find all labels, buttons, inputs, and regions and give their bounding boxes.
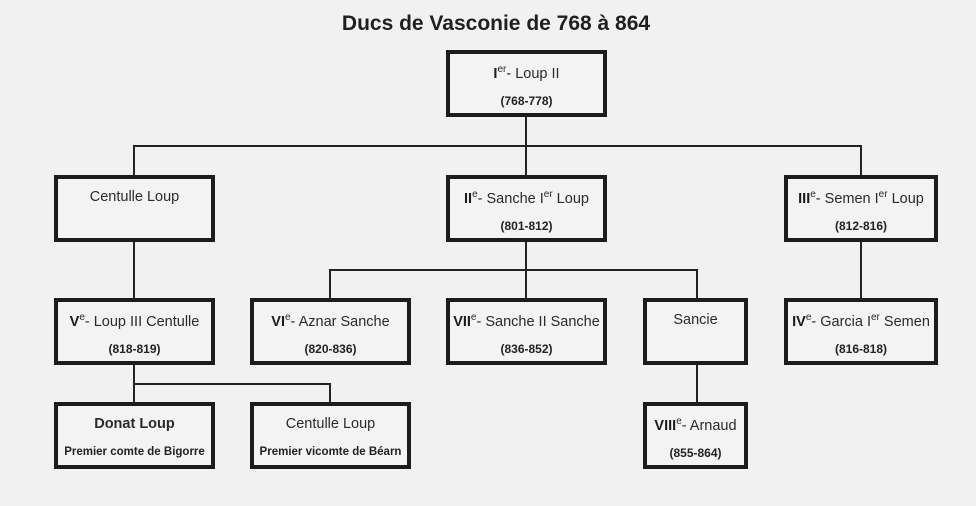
node-name: - Loup II bbox=[506, 65, 560, 82]
node-centulle-loup: Centulle Loup bbox=[54, 175, 215, 242]
ordinal-suffix: e bbox=[676, 416, 682, 427]
regnal-suffix: er bbox=[871, 312, 880, 323]
ordinal-suffix: e bbox=[470, 312, 477, 323]
connector bbox=[329, 269, 697, 271]
node-name: Centulle Loup bbox=[285, 416, 376, 432]
node-years: (836-852) bbox=[500, 342, 553, 356]
regnal-suffix: er bbox=[543, 189, 553, 200]
connector bbox=[860, 145, 862, 176]
diagram-title: Ducs de Vasconie de 768 à 864 bbox=[341, 12, 651, 35]
node-years: (768-778) bbox=[500, 94, 553, 108]
node-name: - Garcia I bbox=[811, 313, 871, 330]
node-years: (812-816) bbox=[834, 219, 888, 233]
node-name: - Loup III Centulle bbox=[84, 313, 200, 330]
ordinal-suffix: e bbox=[472, 189, 478, 200]
ordinal-suffix: e bbox=[805, 312, 812, 323]
node-garcia-i: IVe- Garcia Ier Semen (816-818) bbox=[784, 298, 938, 365]
connector bbox=[329, 269, 331, 299]
connector bbox=[696, 269, 698, 299]
node-subtitle: Premier vicomte de Béarn bbox=[259, 446, 402, 458]
node-arnaud: VIIIe- Arnaud (855-864) bbox=[643, 402, 748, 469]
ordinal: VI bbox=[271, 313, 285, 330]
ordinal: VII bbox=[453, 313, 471, 330]
node-loup-ii: Ier- Loup II (768-778) bbox=[446, 50, 607, 117]
node-subtitle: Premier comte de Bigorre bbox=[64, 446, 205, 458]
connector bbox=[696, 364, 698, 403]
ordinal: IV bbox=[792, 313, 806, 330]
ordinal-suffix: e bbox=[284, 312, 291, 323]
node-loup-iii: Ve- Loup III Centulle (818-819) bbox=[54, 298, 215, 365]
connector bbox=[133, 145, 862, 147]
node-name: Sancie bbox=[673, 312, 718, 328]
node-name-suffix: Loup bbox=[887, 190, 924, 207]
node-sanche-ii: VIIe- Sanche II Sanche (836-852) bbox=[446, 298, 607, 365]
connector bbox=[133, 241, 135, 299]
connector bbox=[133, 145, 135, 176]
node-name: Centulle Loup bbox=[89, 189, 180, 205]
ordinal-suffix: e bbox=[810, 189, 816, 200]
node-name: Donat Loup bbox=[94, 416, 175, 432]
ordinal: I bbox=[493, 65, 498, 82]
node-centulle-loup-bearn: Centulle Loup Premier vicomte de Béarn bbox=[250, 402, 411, 469]
ordinal-suffix: er bbox=[497, 64, 507, 75]
node-name: - Semen I bbox=[815, 190, 879, 207]
node-years: (820-836) bbox=[304, 342, 357, 356]
node-name-suffix: Loup bbox=[552, 190, 589, 207]
node-years: (818-819) bbox=[108, 342, 161, 356]
node-years: (816-818) bbox=[834, 342, 888, 356]
connector bbox=[329, 383, 331, 403]
node-name: - Aznar Sanche bbox=[290, 313, 390, 330]
ordinal: III bbox=[798, 190, 811, 207]
ordinal-suffix: e bbox=[79, 312, 85, 323]
node-name-suffix: Semen bbox=[879, 313, 930, 330]
connector bbox=[860, 241, 862, 299]
regnal-suffix: er bbox=[878, 189, 888, 200]
node-donat-loup: Donat Loup Premier comte de Bigorre bbox=[54, 402, 215, 469]
node-sanche-i: IIe- Sanche Ier Loup (801-812) bbox=[446, 175, 607, 242]
node-sancie: Sancie bbox=[643, 298, 748, 365]
ordinal: V bbox=[69, 313, 80, 330]
node-name: - Arnaud bbox=[681, 417, 737, 434]
ordinal: II bbox=[464, 190, 473, 207]
ordinal: VIII bbox=[654, 417, 677, 434]
node-semen-i: IIIe- Semen Ier Loup (812-816) bbox=[784, 175, 938, 242]
node-years: (801-812) bbox=[500, 219, 553, 233]
connector bbox=[133, 383, 330, 385]
node-name: - Sanche I bbox=[477, 190, 544, 207]
node-aznar-sanche: VIe- Aznar Sanche (820-836) bbox=[250, 298, 411, 365]
node-name: - Sanche II Sanche bbox=[476, 313, 600, 330]
node-years: (855-864) bbox=[669, 446, 722, 460]
